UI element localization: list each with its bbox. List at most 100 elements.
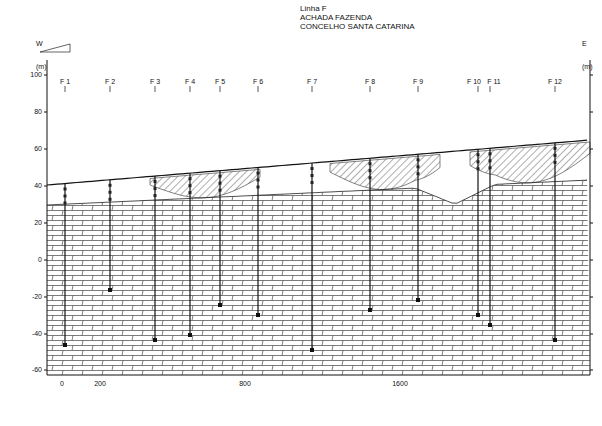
sample-mark <box>189 191 192 194</box>
sample-mark <box>154 180 157 183</box>
borehole-end <box>188 333 192 337</box>
subtitle: CONCELHO SANTA CATARINA <box>300 22 415 31</box>
tick <box>44 297 47 298</box>
borehole-label: F 8 <box>365 78 375 86</box>
borehole <box>154 176 155 340</box>
borehole-label: F 3 <box>150 78 160 86</box>
axis-bottom <box>47 375 590 376</box>
sample-mark <box>219 182 222 185</box>
tick <box>44 112 47 113</box>
tick <box>44 334 47 335</box>
borehole-label: F 12 <box>548 78 562 86</box>
borehole <box>311 163 312 350</box>
sample-mark <box>554 161 557 164</box>
borehole-end <box>310 348 314 352</box>
sample-mark <box>417 165 420 168</box>
tick <box>590 149 593 150</box>
borehole <box>554 143 555 340</box>
borehole <box>257 168 258 315</box>
sample-mark <box>64 188 67 191</box>
well-tick <box>155 86 156 92</box>
axis-value: 80 <box>34 108 42 116</box>
tick <box>44 223 47 224</box>
borehole-label: F 5 <box>215 78 225 86</box>
borehole <box>369 158 370 310</box>
sample-mark <box>489 152 492 155</box>
well-tick <box>478 86 479 92</box>
subtitle: ACHADA FAZENDA <box>300 13 372 22</box>
sample-mark <box>311 174 314 177</box>
well-tick <box>258 86 259 92</box>
sample-mark <box>417 158 420 161</box>
well-tick <box>312 86 313 92</box>
sample-mark <box>257 186 260 189</box>
tick <box>590 297 593 298</box>
axis-value: 100 <box>30 71 42 79</box>
sample-mark <box>64 202 67 205</box>
contact-line <box>47 180 587 205</box>
limestone-unit <box>47 180 590 375</box>
sample-mark <box>417 172 420 175</box>
sample-mark <box>554 147 557 150</box>
axis-note: (m) <box>582 63 593 71</box>
axis-value: -60 <box>32 366 42 374</box>
axis-right <box>590 60 591 375</box>
tick <box>590 334 593 335</box>
tick <box>44 260 47 261</box>
borehole-end <box>63 343 67 347</box>
scale-sketch <box>40 44 70 52</box>
sample-mark <box>311 181 314 184</box>
borehole-end <box>256 313 260 317</box>
tick <box>590 260 593 261</box>
sample-mark <box>489 166 492 169</box>
well-tick <box>65 86 66 92</box>
sample-mark <box>109 184 112 187</box>
borehole-label: F 2 <box>105 78 115 86</box>
sample-mark <box>477 167 480 170</box>
borehole-label: F 6 <box>253 78 263 86</box>
borehole <box>64 184 65 345</box>
borehole-end <box>108 288 112 292</box>
axis-value: 800 <box>239 380 251 388</box>
tick <box>590 223 593 224</box>
well-tick <box>220 86 221 92</box>
axis-value: 0 <box>60 380 64 388</box>
well-tick <box>490 86 491 92</box>
borehole <box>489 148 490 325</box>
section-title: Linha F <box>300 4 327 13</box>
sample-mark <box>554 154 557 157</box>
borehole-label: F 4 <box>185 78 195 86</box>
sample-mark <box>477 160 480 163</box>
borehole-end <box>218 303 222 307</box>
well-tick <box>190 86 191 92</box>
axis-value: 200 <box>94 380 106 388</box>
axis-value: 60 <box>34 145 42 153</box>
sample-mark <box>109 198 112 201</box>
tick <box>44 186 47 187</box>
sample-mark <box>369 169 372 172</box>
well-tick <box>418 86 419 92</box>
tick <box>590 112 593 113</box>
borehole-label: F 7 <box>307 78 317 86</box>
borehole <box>219 171 220 305</box>
borehole-label: F 9 <box>413 78 423 86</box>
borehole-label: F 10 <box>467 78 481 86</box>
well-tick <box>370 86 371 92</box>
axis-note: (m) <box>36 63 47 71</box>
axis-value: 20 <box>34 219 42 227</box>
sample-mark <box>369 162 372 165</box>
borehole-label: F 1 <box>60 78 70 86</box>
tick <box>590 370 593 371</box>
borehole-end <box>476 313 480 317</box>
sample-mark <box>489 159 492 162</box>
axis-left <box>47 60 48 375</box>
borehole-label: F 11 <box>487 78 501 86</box>
borehole-end <box>368 308 372 312</box>
sample-mark <box>477 153 480 156</box>
sample-mark <box>189 177 192 180</box>
sample-mark <box>257 179 260 182</box>
borehole <box>417 154 418 300</box>
axis-value: 0 <box>38 256 42 264</box>
well-tick <box>110 86 111 92</box>
